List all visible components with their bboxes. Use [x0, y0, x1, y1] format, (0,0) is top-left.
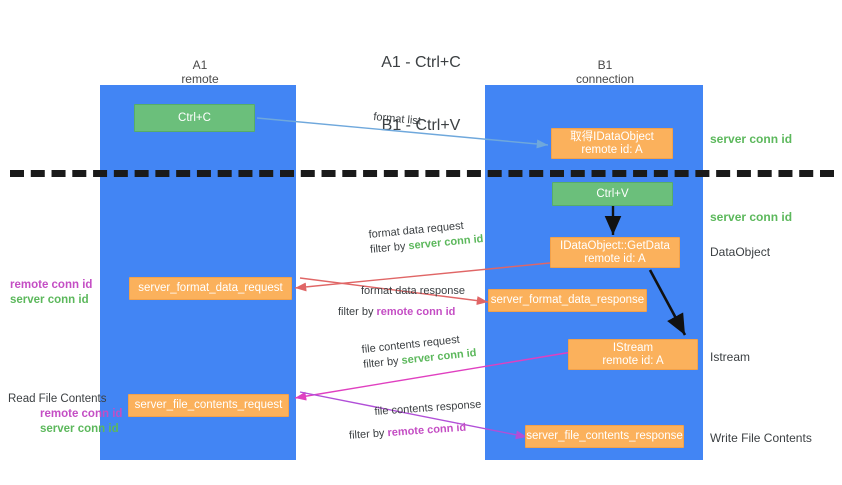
edge-label-format-data-request: format data request filter by server con…	[368, 217, 484, 258]
node-ctrl-c[interactable]: Ctrl+C	[134, 104, 255, 132]
filter-tag-remote-conn-id: remote conn id	[376, 306, 456, 318]
edge-label-format-data-response-filter: filter by remote conn id	[338, 305, 465, 320]
left-note-middle-server: server conn id	[10, 294, 89, 306]
node-server-file-contents-response-label: server_file_contents_response	[526, 430, 683, 442]
column-header-b1-name: B1	[597, 58, 613, 72]
filter-prefix: filter by	[369, 240, 410, 256]
node-get-idataobject-line2: remote id: A	[581, 143, 643, 156]
node-server-file-contents-response[interactable]: server_file_contents_response	[525, 425, 684, 448]
node-idataobject-getdata-line1: IDataObject::GetData	[560, 239, 670, 252]
node-idataobject-getdata-line2: remote id: A	[584, 252, 646, 265]
left-note-bottom-heading: Read File Contents	[8, 393, 107, 405]
node-server-format-data-request-label: server_format_data_request	[138, 282, 283, 294]
node-server-file-contents-request[interactable]: server_file_contents_request	[128, 394, 289, 417]
right-note-server-conn-id-top: server conn id	[710, 132, 793, 146]
right-note-dataobject: DataObject	[710, 245, 771, 259]
node-server-format-data-response[interactable]: server_format_data_response	[488, 289, 647, 312]
node-get-idataobject[interactable]: 取得IDataObject remote id: A	[551, 128, 673, 159]
filter-prefix: filter by	[348, 427, 388, 442]
edge-label-format-data-response-line1: format data response	[361, 285, 465, 297]
right-note-write-file-contents: Write File Contents	[710, 431, 812, 445]
node-server-format-data-response-label: server_format_data_response	[490, 294, 645, 306]
node-server-format-data-request[interactable]: server_format_data_request	[129, 277, 292, 300]
filter-prefix: filter by	[338, 306, 377, 318]
left-note-middle-remote: remote conn id	[10, 279, 93, 291]
node-ctrl-c-label: Ctrl+C	[178, 111, 211, 124]
node-istream-line2: remote id: A	[602, 354, 664, 367]
left-note-bottom: Read File Contents remote conn id server…	[8, 392, 122, 437]
left-note-bottom-server: server conn id	[40, 423, 119, 435]
column-header-a1-sub: remote	[181, 72, 219, 86]
filter-prefix: filter by	[362, 354, 403, 371]
edge-label-file-contents-request: file contents request filter by server c…	[361, 331, 477, 373]
node-ctrl-v[interactable]: Ctrl+V	[552, 182, 673, 206]
column-header-b1: B1 connection	[545, 58, 665, 86]
right-note-istream: Istream	[710, 350, 751, 364]
column-header-a1-name: A1	[192, 58, 208, 72]
node-ctrl-v-label: Ctrl+V	[596, 187, 629, 200]
left-note-middle: remote conn id server conn id	[10, 278, 92, 308]
edge-label-file-contents-response: file contents response filter by remote …	[349, 398, 483, 442]
edge-label-file-contents-response-line1: file contents response	[374, 398, 482, 418]
right-note-server-conn-id-second: server conn id	[710, 210, 793, 224]
column-header-a1: A1 remote	[140, 58, 260, 86]
edge-label-file-contents-response-filter: filter by remote conn id	[349, 419, 484, 443]
edge-label-format-data-response: format data response filter by remote co…	[338, 284, 465, 320]
edge-label-format-list-text: format list	[372, 110, 422, 128]
divider-dashed-line	[10, 170, 834, 177]
node-istream[interactable]: IStream remote id: A	[568, 339, 698, 370]
filter-tag-remote-conn-id: remote conn id	[387, 421, 467, 440]
column-header-b1-sub: connection	[575, 72, 635, 86]
node-get-idataobject-line1: 取得IDataObject	[570, 130, 654, 143]
left-note-bottom-remote: remote conn id	[40, 408, 123, 420]
node-istream-line1: IStream	[612, 341, 654, 354]
node-server-file-contents-request-label: server_file_contents_request	[134, 399, 283, 411]
node-idataobject-getdata[interactable]: IDataObject::GetData remote id: A	[550, 237, 680, 268]
title-line-1: A1 - Ctrl+C	[381, 54, 461, 71]
